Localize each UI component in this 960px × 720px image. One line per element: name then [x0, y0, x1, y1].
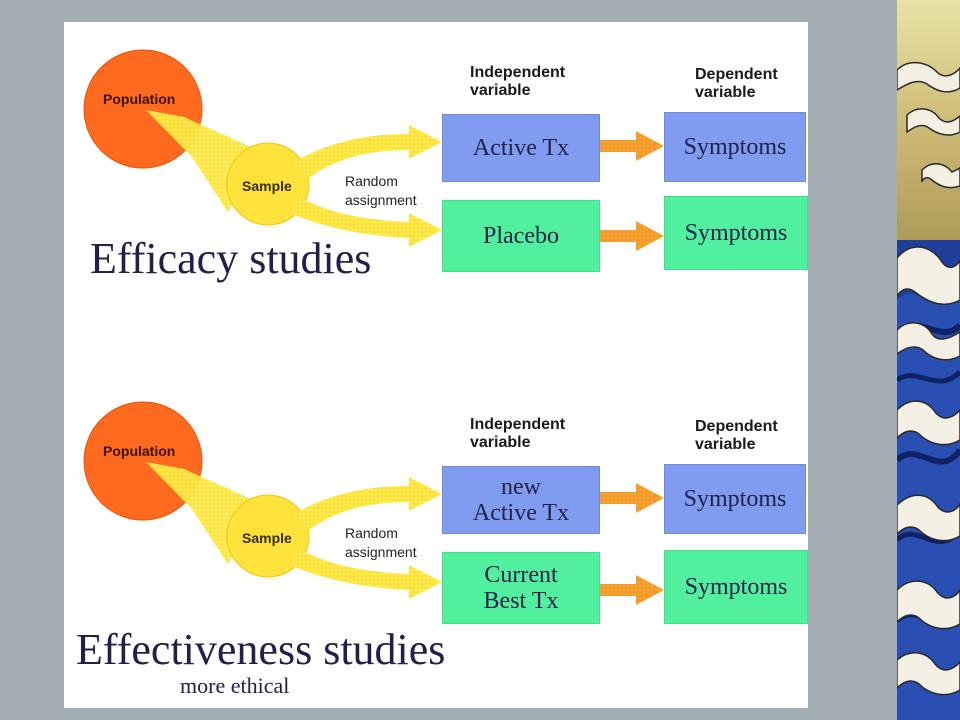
- diagram-graphics: [83, 49, 664, 605]
- arrow-to-bottom-treatment: [292, 549, 442, 599]
- arrow-to-top-treatment: [294, 477, 442, 530]
- arrow-top-outcome: [600, 483, 664, 513]
- symptoms-box-bottom: Symptoms: [664, 196, 808, 270]
- sample-circle: [226, 142, 310, 226]
- arrow-top-outcome: [600, 131, 664, 161]
- arrow-bottom-outcome: [600, 221, 664, 251]
- efficacy-title: Efficacy studies: [90, 234, 372, 283]
- arrow-to-top-treatment: [294, 125, 442, 178]
- effectiveness-title: Effectiveness studies: [76, 625, 446, 674]
- population-circle: [83, 49, 203, 169]
- population-circle: [83, 401, 203, 521]
- efficacy-flow: [83, 49, 664, 251]
- symptoms-box-top: Symptoms: [664, 112, 806, 182]
- symptoms-box-top: Symptoms: [664, 464, 806, 534]
- sample-label: Sample: [242, 530, 292, 546]
- arrow-bottom-outcome: [600, 575, 664, 605]
- random-assignment-label: Random assignment: [345, 173, 417, 208]
- population-label: Population: [103, 443, 176, 459]
- dependent-variable-header: Dependent variable: [695, 418, 778, 453]
- sample-label: Sample: [242, 178, 292, 194]
- arrow-to-bottom-treatment: [292, 197, 442, 247]
- independent-variable-header: Independent variable: [470, 64, 566, 99]
- current-best-treatment-box: Current Best Tx: [442, 552, 600, 624]
- placebo-box: Placebo: [442, 200, 600, 272]
- new-active-treatment-box: new Active Tx: [442, 466, 600, 534]
- sample-circle: [226, 494, 310, 578]
- wave-art-icon: [897, 0, 960, 720]
- symptoms-box-bottom: Symptoms: [664, 550, 808, 624]
- active-treatment-box: Active Tx: [442, 114, 600, 182]
- random-assignment-label: Random assignment: [345, 525, 417, 560]
- dependent-variable-header: Dependent variable: [695, 66, 778, 101]
- effectiveness-flow: [83, 401, 664, 605]
- population-label: Population: [103, 91, 176, 107]
- effectiveness-subtitle: more ethical: [180, 673, 290, 698]
- independent-variable-header: Independent variable: [470, 416, 566, 451]
